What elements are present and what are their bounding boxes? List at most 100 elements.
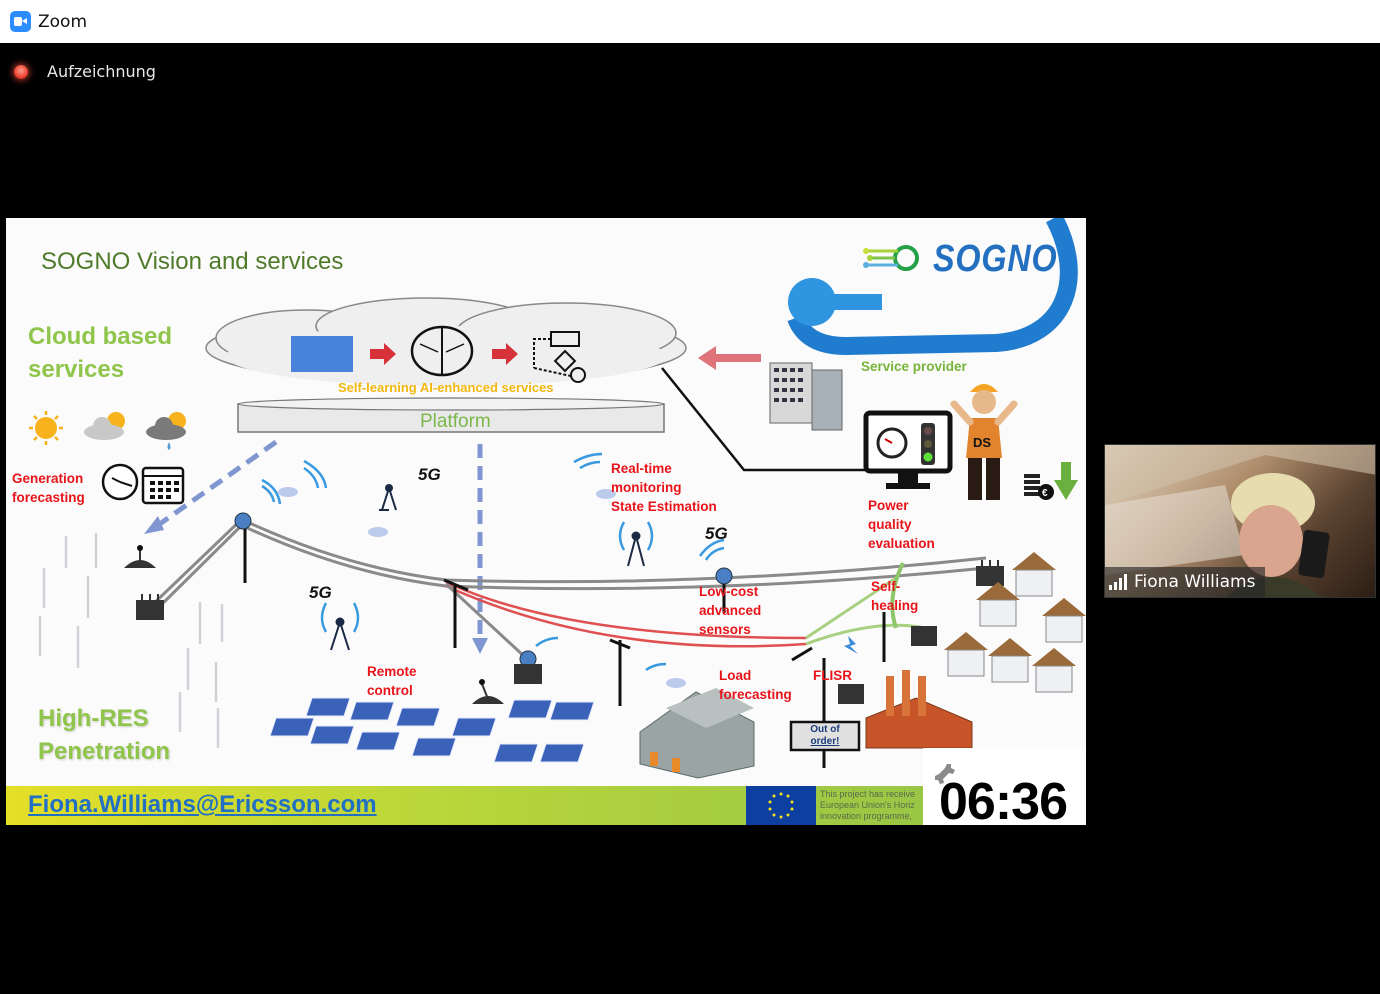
label-line: Remote [367, 664, 417, 679]
participant-name-bar: Fiona Williams [1105, 567, 1265, 597]
cloud-heading-line1: Cloud based [28, 323, 173, 350]
label-line: Load [719, 668, 752, 683]
label-line: advanced [699, 603, 762, 618]
residential-houses [944, 552, 1086, 693]
eu-flag-icon [746, 786, 816, 825]
sogno-logo-text: SOGNO [933, 238, 1058, 280]
label-line: sensors [699, 622, 751, 637]
label-line: European Union's Horiz [820, 800, 915, 810]
arrow-right-icon [370, 343, 396, 365]
wrench-icon [935, 764, 955, 784]
radio-antenna-icon [472, 679, 504, 704]
monitor-dashboard-icon [863, 410, 953, 489]
label-line: This project has receive [820, 789, 916, 799]
rain-cloud-icon [146, 412, 186, 450]
label-line: healing [871, 598, 919, 613]
transformer-icon [838, 684, 864, 704]
wind-turbines [38, 533, 224, 748]
label-line: Low-cost [699, 584, 759, 599]
power-quality-label: Power quality evaluation [868, 496, 935, 553]
flisr-label: FLISR [813, 668, 852, 683]
transformer-icon [136, 594, 164, 620]
recording-label: Aufzeichnung [47, 62, 156, 81]
dso-label: DS [973, 435, 992, 450]
label-line: Generation [12, 471, 84, 486]
participant-name: Fiona Williams [1134, 572, 1256, 592]
sogno-logo-icon [863, 245, 919, 271]
5g-logo: 5G [309, 583, 332, 602]
arrow-head-icon [472, 638, 488, 654]
label-line: forecasting [12, 490, 85, 505]
sensor-icon [234, 512, 252, 530]
label-line: forecasting [719, 687, 792, 702]
contact-email-link[interactable]: Fiona.Williams@Ericsson.com [28, 791, 377, 818]
realtime-monitoring-label: Real-time monitoring State Estimation [611, 459, 717, 516]
dashed-arrow-line [152, 439, 278, 531]
utility-poles [243, 523, 886, 768]
high-res-heading: High-RES Penetration [38, 702, 170, 768]
partly-cloudy-icon [84, 412, 125, 440]
platform-slab [237, 397, 665, 433]
timer-overlay: 06:36 [923, 748, 1086, 825]
label-line: Out of [810, 724, 840, 735]
cell-tower-icon [627, 531, 645, 567]
load-forecasting-label: Load forecasting [719, 666, 792, 704]
remote-control-label: Remote control [367, 662, 417, 700]
participant-video-tile[interactable]: Fiona Williams [1104, 444, 1376, 598]
shared-screen-slide: € [6, 218, 1086, 825]
label-line: evaluation [868, 536, 935, 551]
transformer-icon [976, 560, 1004, 586]
cloud-services-heading: Cloud based services [28, 320, 172, 386]
label-line: monitoring [611, 480, 682, 495]
slide-footer: Fiona.Williams@Ericsson.com This project… [6, 786, 1086, 825]
timer-value: 06:36 [939, 773, 1068, 825]
warehouse-building-icon [639, 688, 755, 779]
recording-dot-icon [14, 64, 28, 79]
label-line: control [367, 683, 413, 698]
transformer-icon [911, 626, 937, 646]
res-heading-line2: Penetration [38, 738, 171, 765]
wireless-signal-icons [261, 452, 725, 672]
res-heading-line1: High-RES [38, 705, 149, 732]
video-feed [1105, 445, 1375, 597]
cloud-shape [205, 297, 687, 386]
factory-building-icon [865, 670, 973, 749]
sensor-icon [715, 567, 733, 585]
label-line: Self- [871, 579, 901, 594]
5g-logo: 5G [705, 524, 728, 543]
power-lines [147, 516, 987, 660]
connection-line [661, 367, 866, 472]
workflow-flowchart-icon [533, 331, 586, 383]
window-titlebar: Zoom [0, 0, 1380, 43]
solar-panels [269, 697, 595, 763]
label-line: innovation programme, [820, 811, 913, 821]
out-of-order-text: Out of order! [793, 724, 857, 748]
label-line: order! [810, 736, 840, 747]
fault-lightning-icon [844, 636, 858, 654]
slide-title: SOGNO Vision and services [41, 248, 344, 275]
label-line: Real-time [611, 461, 672, 476]
self-healing-label: Self- healing [871, 577, 918, 615]
connection-signal-icon [1109, 574, 1127, 590]
svg-text:€: € [1042, 488, 1048, 499]
label-line: State Estimation [611, 499, 717, 514]
sun-icon [29, 411, 63, 445]
arrow-right-icon [492, 343, 518, 365]
clock-icon [101, 463, 139, 501]
5g-logo: 5G [418, 465, 441, 484]
recording-indicator[interactable]: Aufzeichnung [14, 62, 156, 81]
calendar-icon [141, 466, 185, 505]
label-line: quality [868, 517, 912, 532]
app-title: Zoom [38, 11, 88, 32]
zoom-camera-icon [10, 11, 31, 32]
data-packet-icons [278, 487, 686, 688]
service-provider-label: Service provider [861, 359, 967, 374]
low-cost-sensors-label: Low-cost advanced sensors [699, 582, 761, 639]
dso-worker-icon [950, 384, 1018, 500]
out-of-order-sign [789, 720, 861, 768]
office-building-icon [769, 362, 843, 431]
cell-tower-icon [330, 617, 350, 651]
generation-forecasting-label: Generation forecasting [12, 469, 85, 507]
label-line: Power [868, 498, 909, 513]
sogno-logo-swoosh [787, 218, 1078, 356]
